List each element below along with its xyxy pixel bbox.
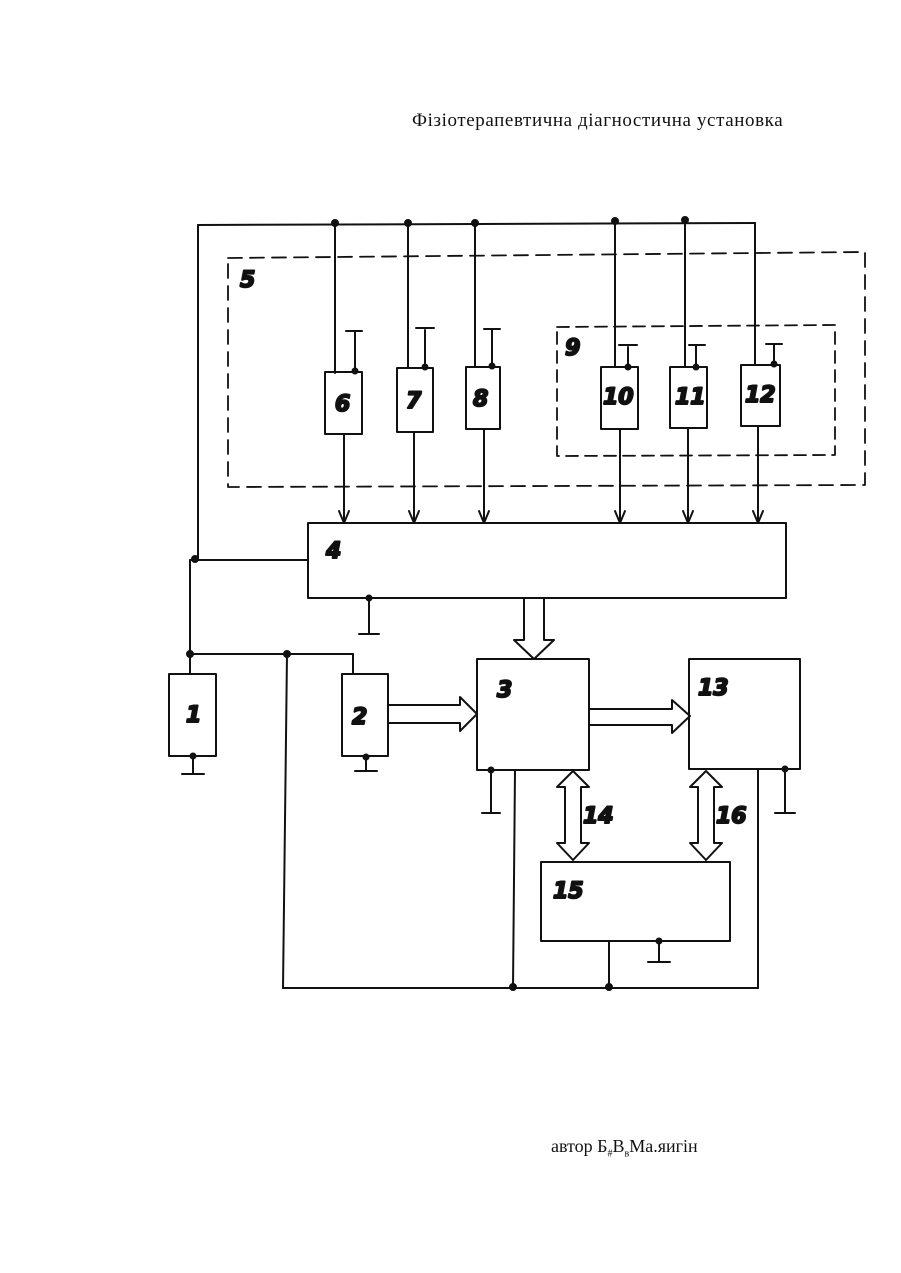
- block-13-ground: [775, 769, 795, 813]
- top-supply-bus: [190, 217, 755, 674]
- group-9-label: 9: [565, 336, 580, 361]
- block-1-label: 1: [186, 703, 201, 728]
- block-6-label: 6: [335, 392, 350, 417]
- block-13-label: 13: [698, 676, 729, 701]
- author-credit: автор Б#ВвМа.яигін: [551, 1136, 698, 1160]
- group-5-dashed-border: [228, 252, 865, 487]
- block-12-label: 12: [745, 383, 776, 408]
- sensor-output-arrows: [339, 426, 763, 523]
- link-16-label: 16: [716, 804, 747, 829]
- block-3-ground: [482, 770, 500, 813]
- block-8-label: 8: [473, 387, 488, 412]
- block-4-label: 4: [325, 539, 341, 564]
- block-10-label: 10: [603, 385, 634, 410]
- block-3: [477, 659, 589, 770]
- block-7-label: 7: [406, 389, 422, 414]
- block-15-label: 15: [553, 879, 584, 904]
- group-5-label: 5: [240, 268, 255, 293]
- block-11-label: 11: [675, 385, 706, 410]
- sensor-supply-lines: [335, 220, 755, 373]
- block-2-label: 2: [352, 705, 367, 730]
- link-14-label: 14: [583, 804, 614, 829]
- bus-2-to-3-arrow: [389, 697, 477, 731]
- block-4-ground: [359, 598, 379, 634]
- block-4: [308, 523, 786, 598]
- sensor-ground-stubs: [346, 328, 782, 374]
- bus-3-to-13-arrow: [590, 700, 690, 733]
- bus-4-to-3-arrow: [514, 599, 554, 659]
- block-3-label: 3: [497, 678, 512, 703]
